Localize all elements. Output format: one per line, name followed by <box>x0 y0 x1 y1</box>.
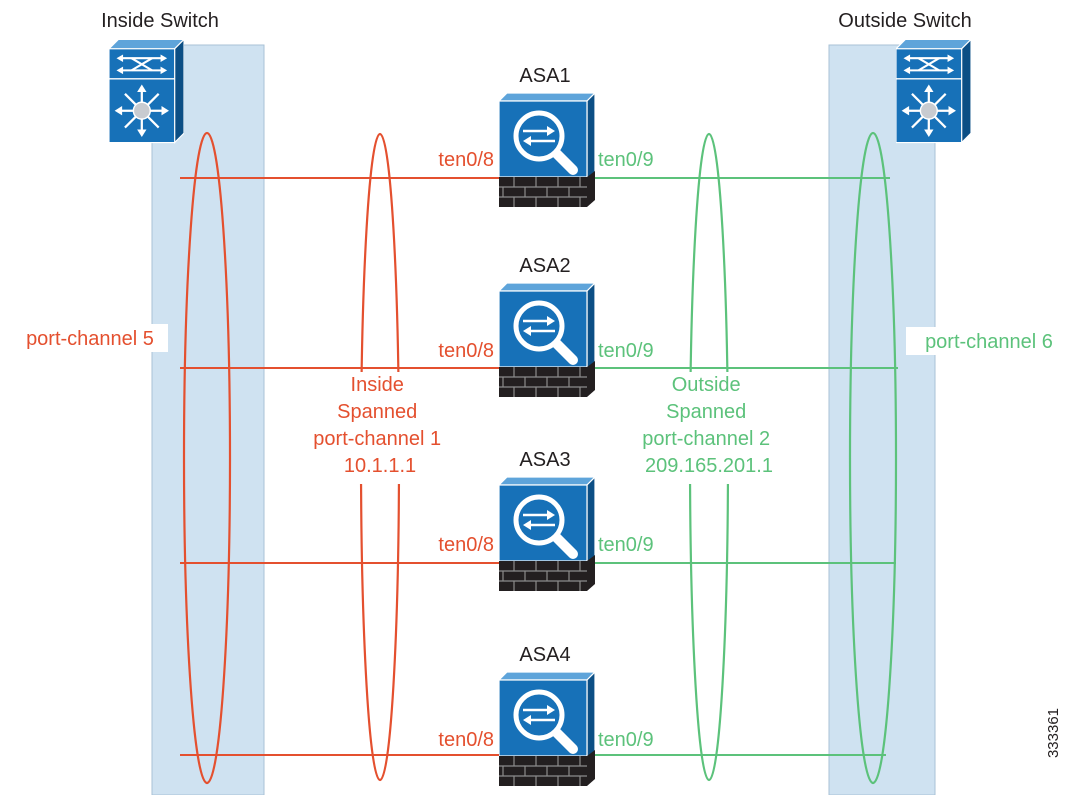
outside-port-channel-label: port-channel 6 <box>925 331 1053 353</box>
outside-spanned-line-1: Outside <box>672 374 741 396</box>
inside-spanned-label-bg <box>322 372 438 484</box>
asa-firewall-icon <box>499 477 595 591</box>
outside-port-channel-ellipse <box>848 131 898 785</box>
asa1-inside-port-label: ten0/8 <box>438 149 494 171</box>
inside-switch-icon <box>109 38 184 144</box>
inside-spanned-line-3: port-channel 1 <box>313 428 441 450</box>
asa1-group: ASA1 ten0/8 ten0/9 <box>438 65 654 207</box>
outside-spanned-line-2: Spanned <box>666 401 746 423</box>
inside-spanned-line-2: Spanned <box>337 401 417 423</box>
asa-firewall-icon <box>499 283 595 397</box>
outside-switch-panel <box>828 44 936 795</box>
inside-port-channel-ellipse <box>182 131 232 785</box>
asa-firewall-icon <box>499 93 595 207</box>
asa1-label: ASA1 <box>519 65 570 87</box>
asa4-outside-port-label: ten0/9 <box>598 729 654 751</box>
outside-switch-label: Outside Switch <box>838 10 971 32</box>
inside-spanned-line-4: 10.1.1.1 <box>344 455 416 477</box>
asa2-label: ASA2 <box>519 255 570 277</box>
asa4-label: ASA4 <box>519 644 570 666</box>
inside-switch-panel <box>151 44 265 795</box>
asa-firewall-icon <box>499 672 595 786</box>
asa2-inside-port-label: ten0/8 <box>438 340 494 362</box>
port-channel-5-bg <box>8 324 168 352</box>
inside-port-channel-label: port-channel 5 <box>26 328 154 350</box>
asa2-group: ASA2 ten0/8 ten0/9 <box>438 255 654 397</box>
inside-switch-label: Inside Switch <box>101 10 219 32</box>
asa3-label: ASA3 <box>519 449 570 471</box>
outside-links <box>590 177 898 756</box>
inside-links <box>180 177 500 756</box>
outside-switch-icon <box>896 38 971 144</box>
outside-spanned-line-3: port-channel 2 <box>642 428 770 450</box>
port-channel-6-bg <box>906 327 1073 355</box>
asa4-group: ASA4 ten0/8 ten0/9 <box>438 644 654 786</box>
asa3-inside-port-label: ten0/8 <box>438 534 494 556</box>
figure-id: 333361 <box>1045 708 1062 758</box>
asa1-outside-port-label: ten0/9 <box>598 149 654 171</box>
asa3-group: ASA3 ten0/8 ten0/9 <box>438 449 654 591</box>
asa2-outside-port-label: ten0/9 <box>598 340 654 362</box>
asa4-inside-port-label: ten0/8 <box>438 729 494 751</box>
outside-spanned-line-4: 209.165.201.1 <box>645 455 773 477</box>
asa3-outside-port-label: ten0/9 <box>598 534 654 556</box>
outside-spanned-label-bg <box>630 372 786 484</box>
inside-spanned-line-1: Inside <box>351 374 404 396</box>
inside-spanned-label: Inside Spanned port-channel 1 10.1.1.1 <box>313 374 446 477</box>
outside-spanned-label: Outside Spanned port-channel 2 209.165.2… <box>642 374 775 477</box>
